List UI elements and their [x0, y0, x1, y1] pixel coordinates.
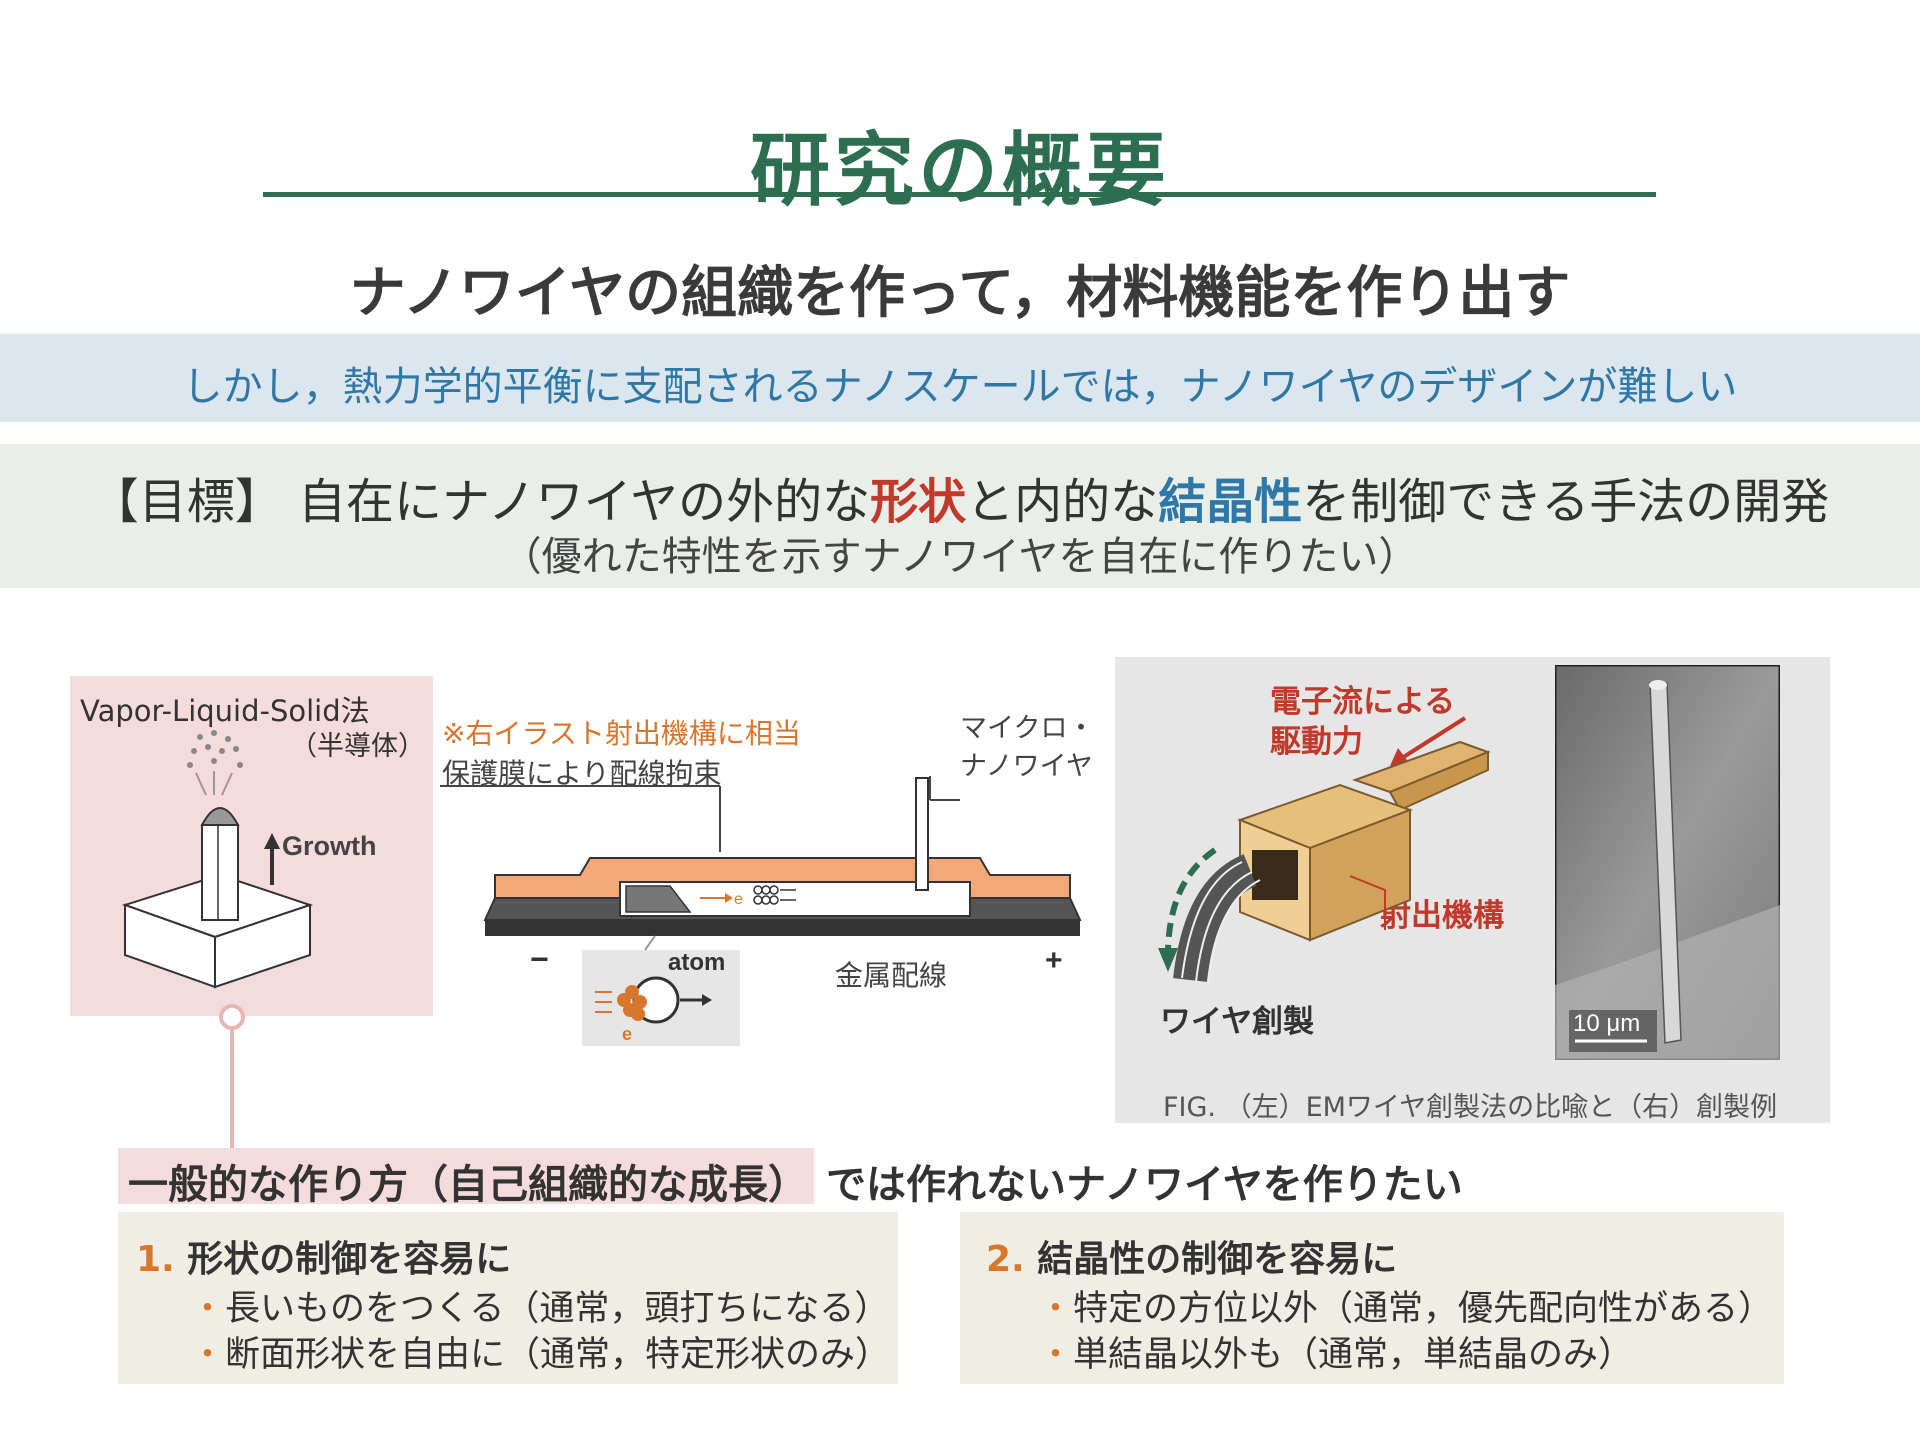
- vls-title: Vapor-Liquid-Solid法: [80, 694, 370, 728]
- electromigration-schematic: e − + atom e: [440, 776, 1082, 1046]
- bullet-dot-icon: ・: [190, 1335, 226, 1375]
- goal-text: 【目標】 自在にナノワイヤの外的な形状と内的な結晶性を制御できる手法の開発: [0, 462, 1920, 532]
- connector-dot: [219, 1004, 245, 1030]
- force-label-line1: 電子流による: [1270, 684, 1456, 720]
- box1-item-2: 断面形状を自由に（通常，特定形状のみ）: [225, 1335, 891, 1375]
- headline-rest: では作れないナノワイヤを作りたい: [826, 1162, 1463, 1208]
- goal-keyword-shape: 形状: [870, 474, 967, 530]
- box2-number: 2.: [986, 1239, 1025, 1280]
- goal-keyword-crystal: 結晶性: [1158, 474, 1303, 530]
- goal-box-crystal: 2. 結晶性の制御を容易に ・特定の方位以外（通常，優先配向性がある） ・単結晶…: [960, 1212, 1784, 1384]
- list-item: ・単結晶以外も（通常，単結晶のみ）: [1038, 1326, 1633, 1377]
- box2-title: 結晶性の制御を容易に: [1037, 1239, 1398, 1280]
- substrate-strip: [485, 920, 1080, 936]
- headline-highlight: 一般的な作り方（自己組織的な成長）: [128, 1162, 808, 1208]
- force-label-line2: 駆動力: [1270, 724, 1363, 760]
- box2-item-2: 単結晶以外も（通常，単結晶のみ）: [1073, 1335, 1634, 1375]
- catalyst-droplet: [200, 807, 240, 826]
- force-arrow-icon: [1400, 716, 1467, 760]
- headline-highlight-bg: [118, 1148, 814, 1204]
- wire-creation-label: ワイヤ創製: [1160, 1004, 1315, 1040]
- atom-flow-icon: [753, 885, 779, 905]
- box1-heading: 1. 形状の制御を容易に: [136, 1230, 511, 1282]
- electron-cluster-icon: [617, 985, 647, 1021]
- bullet-dot-icon: ・: [1038, 1289, 1074, 1329]
- list-item: ・特定の方位以外（通常，優先配向性がある）: [1038, 1280, 1773, 1331]
- curl-arrow-icon: [1165, 847, 1217, 951]
- bullet-dot-icon: ・: [190, 1289, 226, 1329]
- nanowire-pillar: [201, 824, 239, 921]
- vertical-nanowire: [915, 777, 929, 891]
- center-note-orange: ※右イラスト射出機構に相当: [442, 717, 801, 750]
- box1-title: 形状の制御を容易に: [187, 1239, 512, 1280]
- metal-line-label: 金属配線: [835, 959, 948, 992]
- electron-inline-label: e: [734, 891, 743, 908]
- title-underline: [263, 192, 1656, 197]
- box1-item-1: 長いものをつくる（通常，頭打ちになる）: [225, 1289, 890, 1329]
- plus-terminal: +: [1045, 944, 1063, 977]
- scale-bar-label: 10 μm: [1573, 1010, 1640, 1037]
- goal-part3: を制御できる手法の開発: [1302, 474, 1830, 530]
- center-note-constraint: 保護膜により配線拘束: [442, 757, 722, 790]
- box2-heading: 2. 結晶性の制御を容易に: [986, 1230, 1397, 1282]
- bullet-dot-icon: ・: [1038, 1335, 1074, 1375]
- atom-label: atom: [668, 949, 725, 976]
- page-title: 研究の概要: [750, 124, 1170, 217]
- list-item: ・長いものをつくる（通常，頭打ちになる）: [190, 1280, 889, 1331]
- goal-part1: 【目標】 自在にナノワイヤの外的な: [90, 474, 871, 530]
- figure-caption: FIG. （左）EMワイヤ創製法の比喩と（右）創製例: [1163, 1092, 1778, 1123]
- electron-label: e: [622, 1024, 632, 1044]
- goal-box-shape: 1. 形状の制御を容易に ・長いものをつくる（通常，頭打ちになる） ・断面形状を…: [118, 1212, 898, 1384]
- goal-band: [0, 444, 1920, 588]
- wire-bundle: [1173, 854, 1258, 983]
- micro-wire-label-1: マイクロ・: [960, 713, 1095, 744]
- minus-terminal: −: [530, 941, 549, 977]
- growth-label: Growth: [282, 831, 377, 861]
- goal-subtext: （優れた特性を示すナノワイヤを自在に作りたい）: [501, 534, 1419, 580]
- box2-item-1: 特定の方位以外（通常，優先配向性がある）: [1073, 1289, 1774, 1329]
- page-subtitle: ナノワイヤの組織を作って，材料機能を作り出す: [349, 261, 1571, 326]
- box1-number: 1.: [136, 1239, 175, 1280]
- sem-micrograph: 10 μm: [1555, 665, 1780, 1060]
- source-region: [625, 885, 692, 913]
- substrate-right: [214, 903, 311, 989]
- connector-line: [230, 1010, 234, 1152]
- electron-push-lines: [595, 991, 612, 1013]
- list-item: ・断面形状を自由に（通常，特定形状のみ）: [190, 1326, 890, 1377]
- ejection-mechanism-illustration: [1158, 716, 1491, 987]
- problem-text: しかし，熱力学的平衡に支配されるナノスケールでは，ナノワイヤのデザインが難しい: [182, 364, 1738, 410]
- vls-subtitle: （半導体）: [290, 731, 425, 762]
- problem-band: [0, 334, 1920, 422]
- vls-growth-illustration: Growth: [121, 730, 377, 989]
- ejection-opening: [1252, 850, 1298, 900]
- micro-wire-label-2: ナノワイヤ: [960, 751, 1093, 782]
- vapor-dots-icon: [187, 730, 243, 768]
- vapor-arrows-icon: [195, 771, 233, 796]
- goal-part2: と内的な: [966, 474, 1159, 530]
